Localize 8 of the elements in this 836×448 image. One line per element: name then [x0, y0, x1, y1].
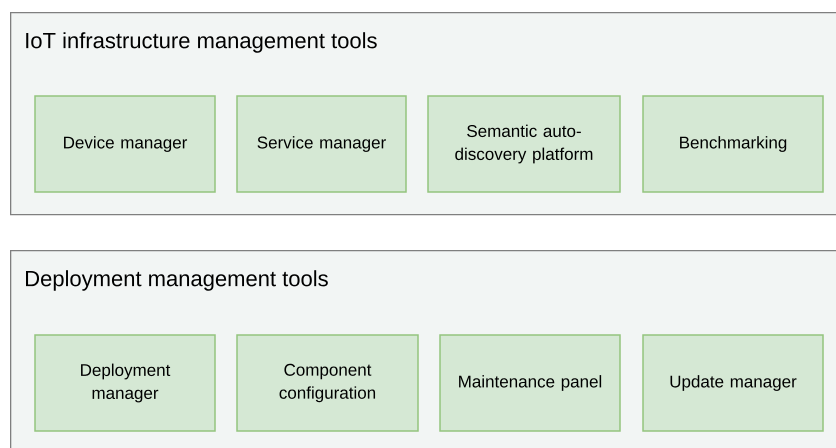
tool-box: Semantic auto-discovery platform	[427, 95, 621, 193]
tool-box: Component configuration	[236, 334, 419, 432]
tool-box: Update manager	[642, 334, 824, 432]
tool-box: Device manager	[34, 95, 216, 193]
tool-box: Deployment manager	[34, 334, 216, 432]
tool-box: Maintenance panel	[439, 334, 621, 432]
tool-box: Service manager	[236, 95, 407, 193]
tool-box: Benchmarking	[642, 95, 824, 193]
